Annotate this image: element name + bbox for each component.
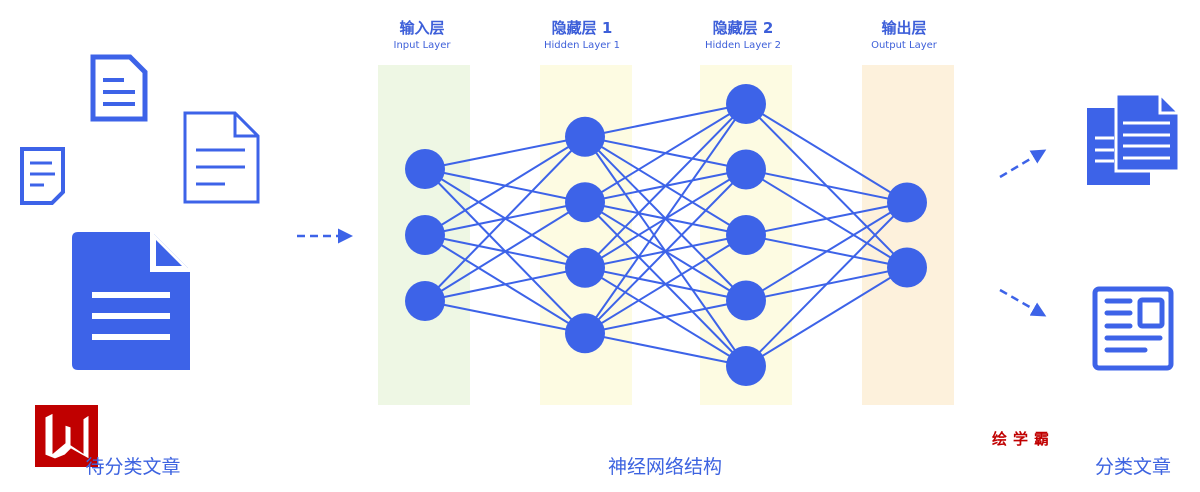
network-structure-label: 神经网络结构 bbox=[607, 456, 723, 478]
connection-edge bbox=[424, 266, 586, 302]
article-icon bbox=[1092, 286, 1174, 371]
layer-title-en: Input Layer bbox=[393, 40, 451, 51]
connection-edge bbox=[424, 300, 586, 335]
neuron-node bbox=[726, 84, 766, 124]
connection-edge bbox=[584, 332, 747, 367]
neuron-node bbox=[405, 215, 445, 255]
connection-edge bbox=[745, 201, 908, 367]
neuron-node bbox=[726, 215, 766, 255]
connection-edge bbox=[584, 299, 747, 335]
connection-edge bbox=[745, 201, 908, 236]
classified-articles-label: 分类文章 bbox=[1094, 456, 1172, 478]
neuron-node bbox=[405, 281, 445, 321]
neuron-node bbox=[887, 247, 927, 288]
layer-title-en: Output Layer bbox=[871, 40, 937, 51]
layer-title: 隐藏层 1 Hidden Layer 1 bbox=[544, 17, 620, 51]
neuron-node bbox=[565, 247, 605, 288]
neuron-node bbox=[726, 149, 766, 190]
neuron-node bbox=[887, 182, 927, 223]
connection-edge bbox=[584, 234, 747, 335]
connection-edge bbox=[424, 201, 586, 302]
document-icon bbox=[183, 111, 260, 204]
layer-title-cn: 输入层 bbox=[399, 19, 445, 37]
documents-stack-icon bbox=[1087, 92, 1181, 185]
layer-title: 输出层 Output Layer bbox=[871, 17, 937, 51]
neuron-node bbox=[565, 313, 605, 354]
layer-title-cn: 隐藏层 1 bbox=[551, 19, 613, 37]
neuron-node bbox=[565, 116, 605, 157]
dashed-arrow bbox=[999, 288, 1047, 317]
layer-title: 输入层 Input Layer bbox=[394, 17, 451, 51]
logo bbox=[35, 405, 98, 467]
connection-edge bbox=[745, 201, 908, 302]
unclassified-articles-label: 待分类文章 bbox=[85, 456, 181, 478]
connection-edge bbox=[745, 103, 908, 204]
connection-edge bbox=[424, 135, 586, 170]
layer-band bbox=[862, 65, 954, 405]
neuron-node bbox=[405, 149, 445, 189]
dashed-arrow bbox=[999, 149, 1047, 179]
connection-edge bbox=[745, 266, 908, 367]
neuron-node bbox=[565, 182, 605, 223]
connection-edge bbox=[584, 103, 747, 334]
layer-title-cn: 隐藏层 2 bbox=[712, 19, 774, 37]
connection-edge bbox=[424, 135, 586, 236]
watermark: 绘学霸 bbox=[992, 430, 1056, 448]
connection-edge bbox=[584, 103, 747, 269]
connection-edge bbox=[584, 103, 747, 204]
connection-edge bbox=[584, 103, 747, 138]
layer-title-en: Hidden Layer 2 bbox=[704, 40, 782, 51]
document-icon bbox=[90, 54, 148, 122]
layer-title: 隐藏层 2 Hidden Layer 2 bbox=[705, 17, 781, 51]
neuron-node bbox=[726, 280, 766, 321]
document-icon bbox=[72, 232, 190, 370]
connection-edge bbox=[584, 168, 747, 334]
connection-edge bbox=[745, 168, 908, 204]
connection-edge bbox=[424, 136, 586, 302]
layer-title-en: Hidden Layer 1 bbox=[543, 40, 621, 51]
neuron-node bbox=[726, 346, 766, 386]
document-icon bbox=[20, 147, 65, 205]
layer-title-cn: 输出层 bbox=[881, 19, 927, 37]
